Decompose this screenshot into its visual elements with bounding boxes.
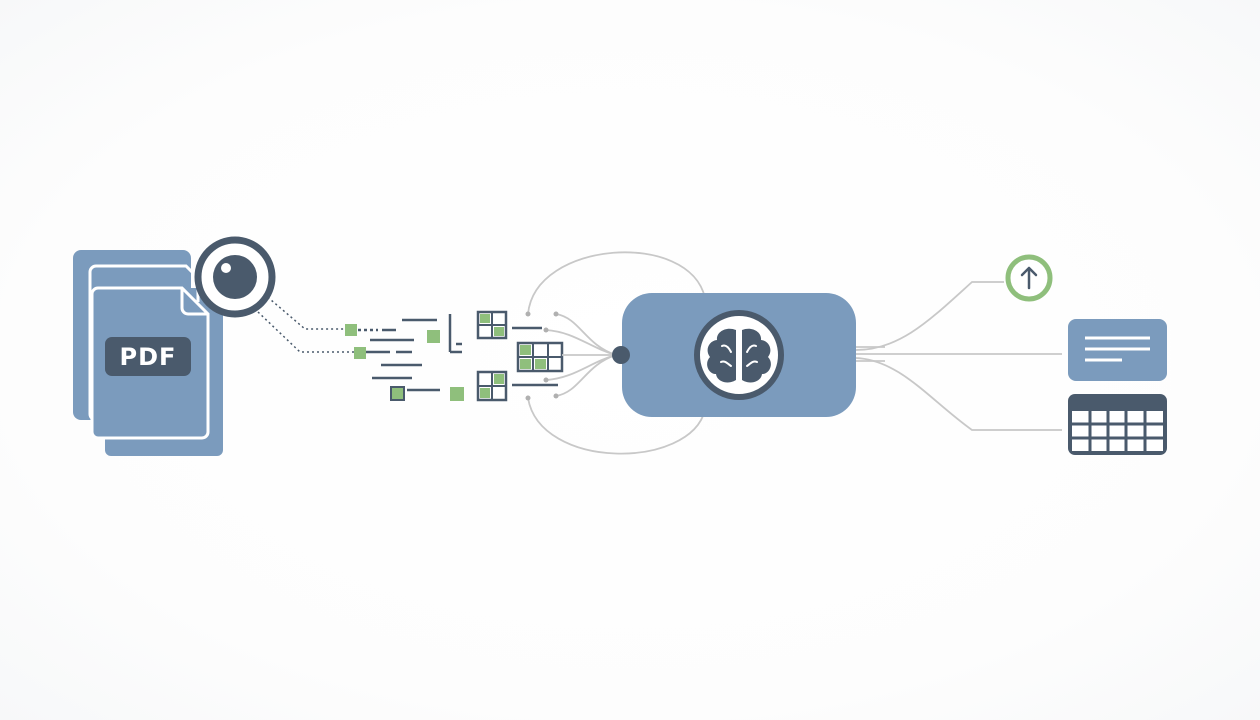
scan-ray-lower: [257, 311, 356, 353]
connector-fan: [555, 354, 617, 397]
brain-icon: [694, 310, 784, 400]
fragment-green-square: [354, 347, 366, 359]
fragment-outline-square: [390, 386, 405, 401]
extracted-fragments: [345, 310, 564, 402]
document-folded-corner: [180, 288, 208, 316]
text-lines-icon: [1068, 319, 1167, 381]
fragment-grid-middle: [516, 341, 564, 373]
connector-endpoints: [525, 311, 559, 401]
model-processor: [612, 293, 856, 417]
eye-icon: [194, 236, 276, 318]
fragment-green-square: [450, 387, 464, 401]
connector-arc-upper: [527, 251, 706, 315]
pdf-document-stack: PDF: [73, 250, 223, 456]
fragment-dashes: [358, 314, 558, 392]
output-connectors: [855, 281, 1062, 431]
connector-fan: [545, 329, 617, 356]
table-grid-icon: [1068, 394, 1167, 455]
input-connectors: [527, 251, 706, 455]
fragment-grid-bottom: [476, 370, 508, 402]
connector-to-arrow: [855, 281, 1004, 351]
arrow-up-icon: [1005, 254, 1053, 302]
scan-ray-upper: [263, 293, 346, 330]
connector-arc-lower: [527, 397, 706, 455]
fragment-green-square: [345, 324, 357, 336]
pdf-badge-label: PDF: [120, 343, 177, 371]
scan-rays: [257, 293, 356, 353]
fragment-green-square: [427, 330, 440, 343]
fragment-grid-top: [476, 310, 508, 340]
connector-to-table: [855, 357, 1062, 431]
pdf-badge: [105, 337, 191, 376]
model-input-port: [612, 346, 630, 364]
